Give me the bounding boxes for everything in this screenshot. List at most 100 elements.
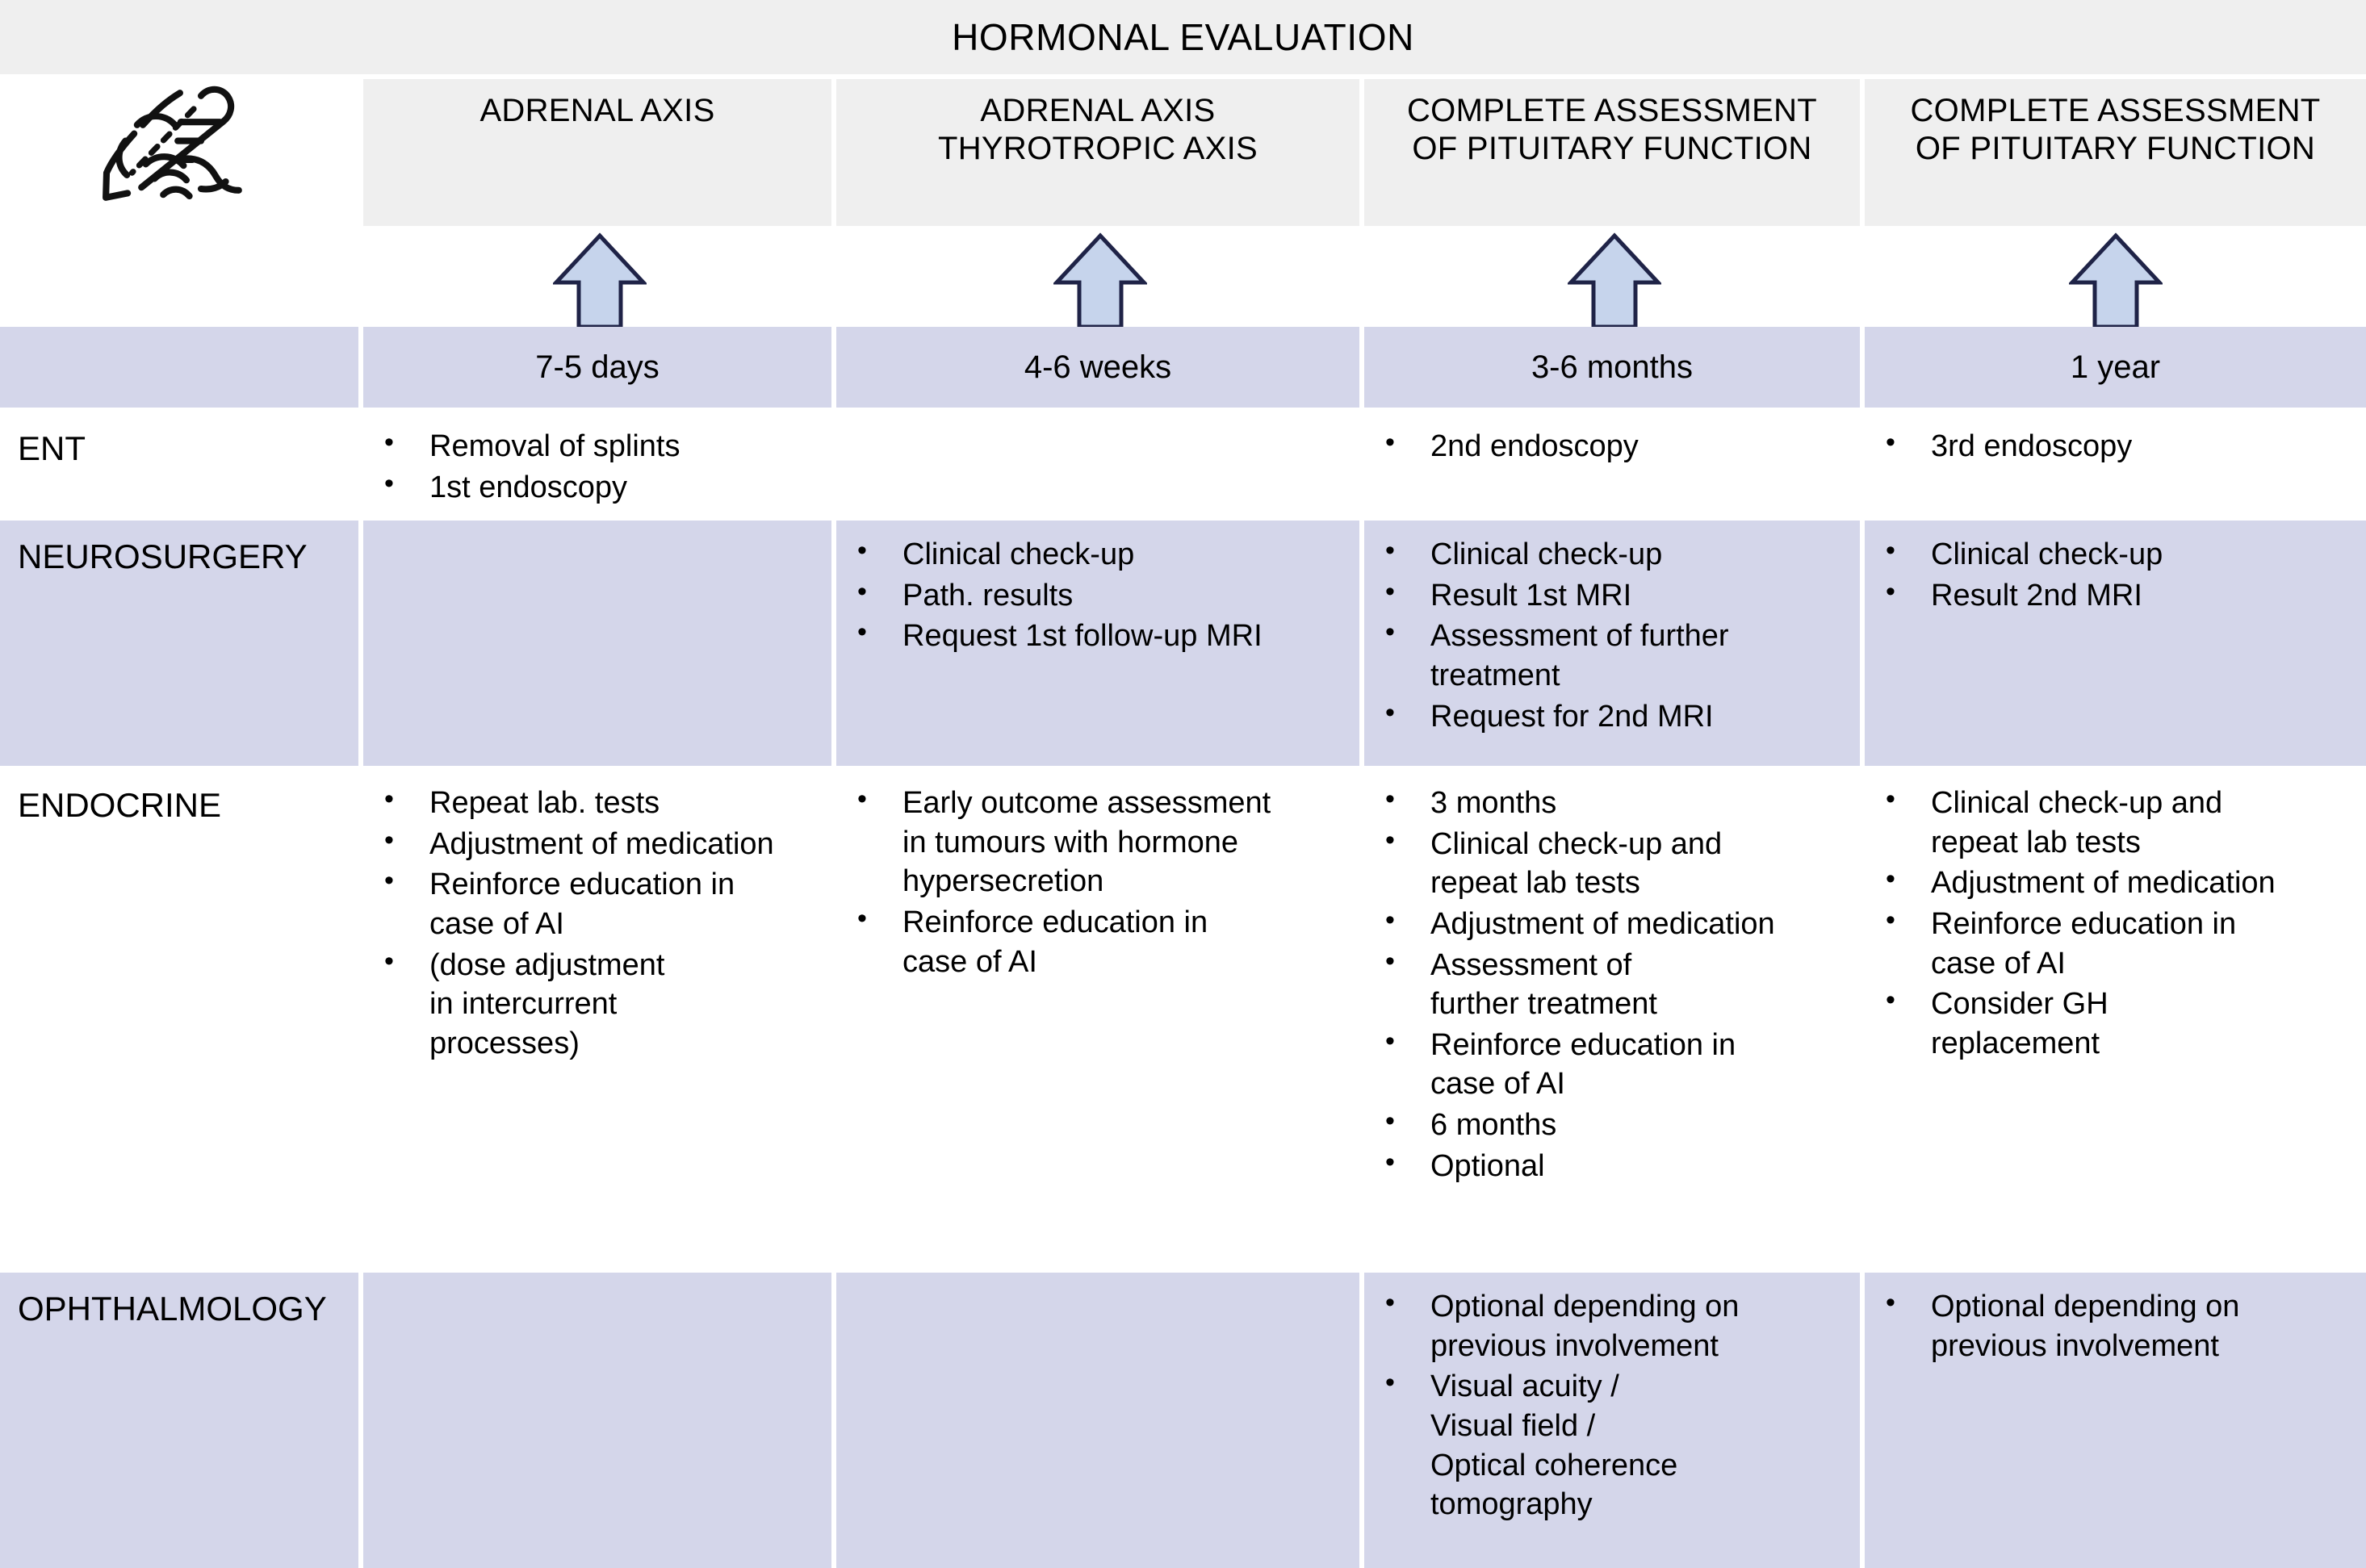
cell-neurosurgery-7-5-days (363, 521, 831, 766)
timeline-label: 4-6 weeks (1024, 349, 1172, 385)
column-header-label: ADRENAL AXIS (479, 93, 715, 128)
list-item: 1st endoscopy (366, 466, 817, 508)
list-item: 3 months (1367, 782, 1845, 823)
item-list: Clinical check-up and repeat lab testsAd… (1868, 782, 2351, 1064)
row-label-cell: ENT (0, 412, 358, 517)
up-arrow-4-6-weeks (836, 226, 1364, 329)
header-divider-3 (1359, 79, 1364, 226)
lab-test-icon-cell (0, 79, 358, 226)
list-item: Assessment of further treatment (1367, 943, 1845, 1024)
list-item: Adjustment of medication (366, 823, 817, 864)
up-arrow-1-year (1865, 226, 2366, 329)
timeline-row: 7-5 days 4-6 weeks 3-6 months 1 year (0, 327, 2366, 408)
item-list: Optional depending on previous involveme… (1868, 1286, 2351, 1367)
list-item: 6 months (1367, 1104, 1845, 1145)
timeline-label: 7-5 days (535, 349, 660, 385)
cell-neurosurgery-3-6-months: Clinical check-upResult 1st MRIAssessmen… (1364, 521, 1860, 766)
list-item: Reinforce education in case of AI (366, 863, 817, 943)
item-list: 2nd endoscopy (1367, 425, 1845, 468)
list-item: Clinical check-up (840, 533, 1345, 575)
timeline-divider-1 (358, 327, 363, 408)
timeline-label: 3-6 months (1531, 349, 1694, 385)
column-header-label: COMPLETE ASSESSMENT OF PITUITARY FUNCTIO… (1910, 93, 2321, 167)
timeline-divider-2 (831, 327, 836, 408)
header-divider-1 (358, 79, 363, 226)
item-list: Optional depending on previous involveme… (1367, 1286, 1845, 1526)
row-label: NEUROSURGERY (18, 537, 308, 575)
column-header-4-6-weeks: ADRENAL AXIS THYROTROPIC AXIS (836, 79, 1359, 226)
arrow-spacer (0, 226, 363, 329)
list-item: Reinforce education in case of AI (1868, 903, 2351, 983)
list-item: Reinforce education in case of AI (1367, 1024, 1845, 1104)
table-row-ent: ENT Removal of splints1st endoscopy 2nd … (0, 412, 2366, 517)
row-label: OPHTHALMOLOGY (18, 1290, 327, 1328)
column-header-label: ADRENAL AXIS THYROTROPIC AXIS (938, 93, 1258, 167)
item-list: Removal of splints1st endoscopy (366, 425, 817, 508)
list-item: Removal of splints (366, 425, 817, 466)
list-item: Adjustment of medication (1367, 903, 1845, 944)
column-header-7-5-days: ADRENAL AXIS (363, 79, 831, 226)
up-arrow-7-5-days (363, 226, 836, 329)
list-item: Clinical check-up and repeat lab tests (1868, 782, 2351, 862)
list-item: Clinical check-up (1868, 533, 2351, 575)
list-item: 3rd endoscopy (1868, 425, 2351, 466)
list-item: 2nd endoscopy (1367, 425, 1845, 466)
list-item: Assessment of further treatment (1367, 615, 1845, 695)
timeline-7-5-days: 7-5 days (363, 327, 831, 408)
row-label-cell: ENDOCRINE (0, 769, 358, 1253)
item-list: Clinical check-upResult 1st MRIAssessmen… (1367, 533, 1845, 738)
page-title-bar: HORMONAL EVALUATION (0, 0, 2366, 74)
cell-endocrine-7-5-days: Repeat lab. testsAdjustment of medicatio… (363, 769, 831, 1253)
cell-endocrine-3-6-months: 3 monthsClinical check-up and repeat lab… (1364, 769, 1860, 1253)
up-arrow-icon (1053, 232, 1147, 329)
list-item: Visual acuity / Visual field / Optical c… (1367, 1365, 1845, 1524)
up-arrow-3-6-months (1364, 226, 1865, 329)
cell-ophthalmology-1-year: Optional depending on previous involveme… (1865, 1273, 2366, 1568)
item-list: Clinical check-upPath. resultsRequest 1s… (840, 533, 1345, 658)
row-label-cell: NEUROSURGERY (0, 521, 358, 766)
up-arrow-icon (553, 232, 647, 329)
list-item: Path. results (840, 575, 1345, 616)
item-list: Clinical check-upResult 2nd MRI (1868, 533, 2351, 617)
column-header-row: ADRENAL AXIS ADRENAL AXIS THYROTROPIC AX… (0, 79, 2366, 226)
column-header-1-year: COMPLETE ASSESSMENT OF PITUITARY FUNCTIO… (1865, 79, 2366, 226)
timeline-4-6-weeks: 4-6 weeks (836, 327, 1359, 408)
cell-endocrine-1-year: Clinical check-up and repeat lab testsAd… (1865, 769, 2366, 1253)
cell-ophthalmology-4-6-weeks (836, 1273, 1359, 1568)
cell-neurosurgery-4-6-weeks: Clinical check-upPath. resultsRequest 1s… (836, 521, 1359, 766)
cell-ent-4-6-weeks (836, 412, 1359, 517)
up-arrow-icon (1568, 232, 1661, 329)
list-item: Request for 2nd MRI (1367, 696, 1845, 737)
cell-ophthalmology-3-6-months: Optional depending on previous involveme… (1364, 1273, 1860, 1568)
cell-ent-7-5-days: Removal of splints1st endoscopy (363, 412, 831, 517)
hand-holding-lab-tube-icon (103, 86, 242, 201)
up-arrow-icon (2068, 232, 2163, 329)
item-list: 3rd endoscopy (1868, 425, 2351, 468)
list-item: Optional depending on previous involveme… (1367, 1286, 1845, 1365)
list-item: Repeat lab. tests (366, 782, 817, 823)
header-divider-2 (831, 79, 836, 226)
cell-neurosurgery-1-year: Clinical check-upResult 2nd MRI (1865, 521, 2366, 766)
list-item: Consider GH replacement (1868, 983, 2351, 1063)
table-row-neurosurgery: NEUROSURGERY Clinical check-upPath. resu… (0, 521, 2366, 766)
list-item: Clinical check-up (1367, 533, 1845, 575)
row-label-cell: OPHTHALMOLOGY (0, 1273, 358, 1568)
list-item: Optional depending on previous involveme… (1868, 1286, 2351, 1365)
list-item: Optional (1367, 1145, 1845, 1186)
list-item: Adjustment of medication (1868, 862, 2351, 903)
row-label: ENDOCRINE (18, 786, 222, 824)
table-row-ophthalmology: OPHTHALMOLOGY Optional depending on prev… (0, 1273, 2366, 1568)
cell-ent-3-6-months: 2nd endoscopy (1364, 412, 1860, 517)
timeline-divider-3 (1359, 327, 1364, 408)
cell-endocrine-4-6-weeks: Early outcome assessment in tumours with… (836, 769, 1359, 1253)
row-label: ENT (18, 429, 86, 467)
timeline-label: 1 year (2070, 349, 2161, 385)
column-header-3-6-months: COMPLETE ASSESSMENT OF PITUITARY FUNCTIO… (1364, 79, 1860, 226)
list-item: Request 1st follow-up MRI (840, 615, 1345, 656)
column-header-label: COMPLETE ASSESSMENT OF PITUITARY FUNCTIO… (1406, 93, 1818, 167)
timeline-corner (0, 327, 358, 408)
list-item: Reinforce education in case of AI (840, 901, 1345, 981)
item-list: 3 monthsClinical check-up and repeat lab… (1367, 782, 1845, 1187)
arrow-row (0, 226, 2366, 329)
